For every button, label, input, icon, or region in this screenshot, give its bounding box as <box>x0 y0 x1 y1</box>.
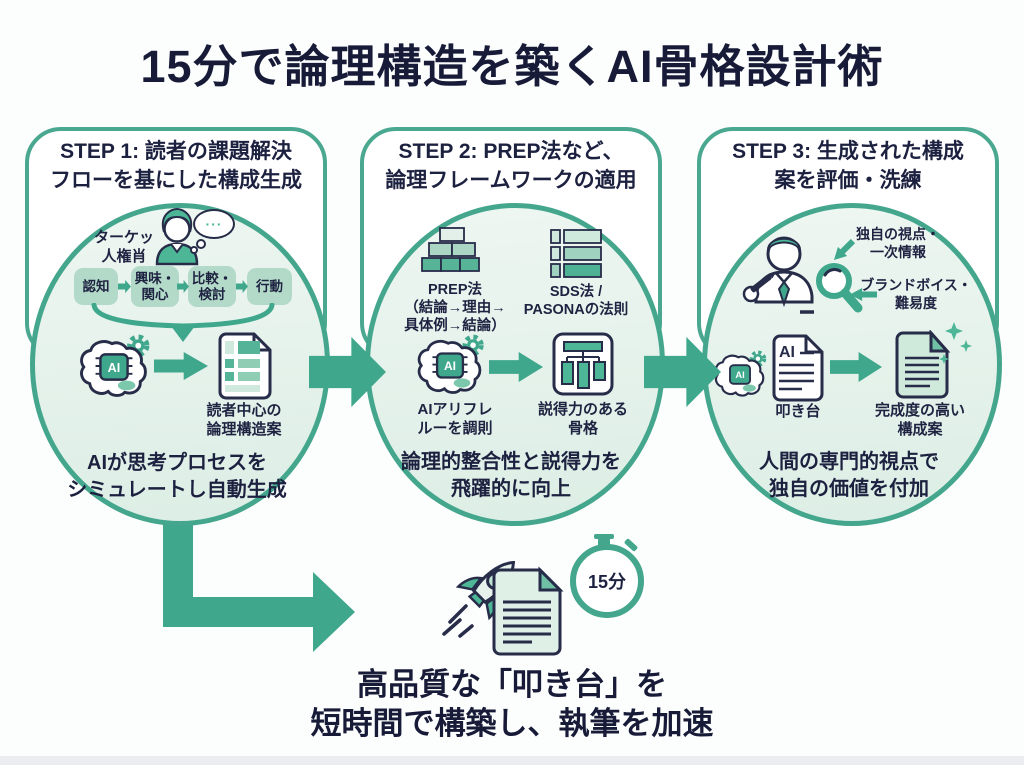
thought-bubble-dot <box>196 239 206 249</box>
persona-label: ターケッ 人権肖 <box>93 229 154 265</box>
flow-box-action: 行動 <box>247 268 292 305</box>
down-right-elbow-arrow <box>163 520 355 652</box>
thought-dots: ··· <box>205 216 223 232</box>
draft-caption: 叩き台 <box>775 403 821 420</box>
pyramid-blocks-icon <box>421 227 480 272</box>
persona-woman-icon <box>155 207 199 266</box>
flow-box-compare: 比較・ 検討 <box>188 266 236 307</box>
flow-box-interest: 興味・ 関心 <box>131 266 179 307</box>
thought-bubble-dot <box>190 246 198 254</box>
final-document-icon <box>895 330 951 399</box>
step2-header: STEP 2: PREP法など、 論理フレームワークの適用 <box>385 140 637 193</box>
step3-summary: 人間の専門的視点で 独自の価値を付加 <box>759 451 939 500</box>
footer-message: 高品質な「叩き台」を 短時間で構築し、執筆を加速 <box>310 667 714 741</box>
step1-header: STEP 1: 読者の課題解決 フローを基にした構成生成 <box>50 140 302 193</box>
skeleton-caption: 説得力のある 骨格 <box>537 401 628 437</box>
persona-man-icon <box>742 236 814 314</box>
annotation-unique-viewpoint: 独自の視点・ 一次情報 <box>856 226 940 260</box>
ai-brain-gear-icon: AI <box>80 334 150 397</box>
thought-bubble-icon: ··· <box>193 209 235 239</box>
stopwatch-icon: 15分 <box>570 544 644 618</box>
sparkles-icon <box>939 322 972 364</box>
step3-header: STEP 3: 生成された構成 案を評価・洗練 <box>732 140 964 193</box>
ai-draft-document-icon: AI <box>772 334 824 402</box>
structure-document-icon <box>218 332 272 400</box>
org-chart-icon <box>552 332 614 396</box>
funnel-bracket-icon <box>91 303 275 342</box>
stopwatch-label: 15分 <box>587 572 627 592</box>
ai-chip-label: AI <box>108 361 121 375</box>
ai-brain-gear-icon: AI <box>417 334 484 394</box>
magnifier-icon <box>816 263 863 313</box>
ai-apply-caption: AIアリフレ ルーを調則 <box>417 401 493 437</box>
stopwatch-button-stem <box>598 538 610 547</box>
list-blocks-icon <box>550 229 602 278</box>
page-title: 15分で論理構造を築くAI骨格設計術 <box>140 41 884 92</box>
bottom-strip <box>0 756 1024 765</box>
footer-document-icon <box>492 566 564 656</box>
ai-chip-label: AI <box>735 370 744 380</box>
annotation-brand-voice: ブランドボイス・ 難易度 <box>860 277 972 311</box>
stopwatch-button-cap <box>594 534 614 539</box>
prep-caption: PREP法 （結論→理由→ 具体例→結論） <box>404 282 506 335</box>
ai-brain-gear-icon: AI <box>714 350 767 397</box>
ai-chip-label: AI <box>444 359 456 373</box>
ai-doc-label: AI <box>779 344 795 361</box>
step1-summary: AIが思考プロセスを シミュレートし自動生成 <box>67 452 287 501</box>
flow-box-awareness: 認知 <box>74 268 118 305</box>
doc-caption: 読者中心の 論理構造案 <box>206 402 282 438</box>
sds-caption: SDS法 / PASONAの法則 <box>523 284 629 319</box>
step2-summary: 論理的整合性と説得力を 飛躍的に向上 <box>401 451 621 500</box>
final-caption: 完成度の高い 構成案 <box>874 402 965 438</box>
